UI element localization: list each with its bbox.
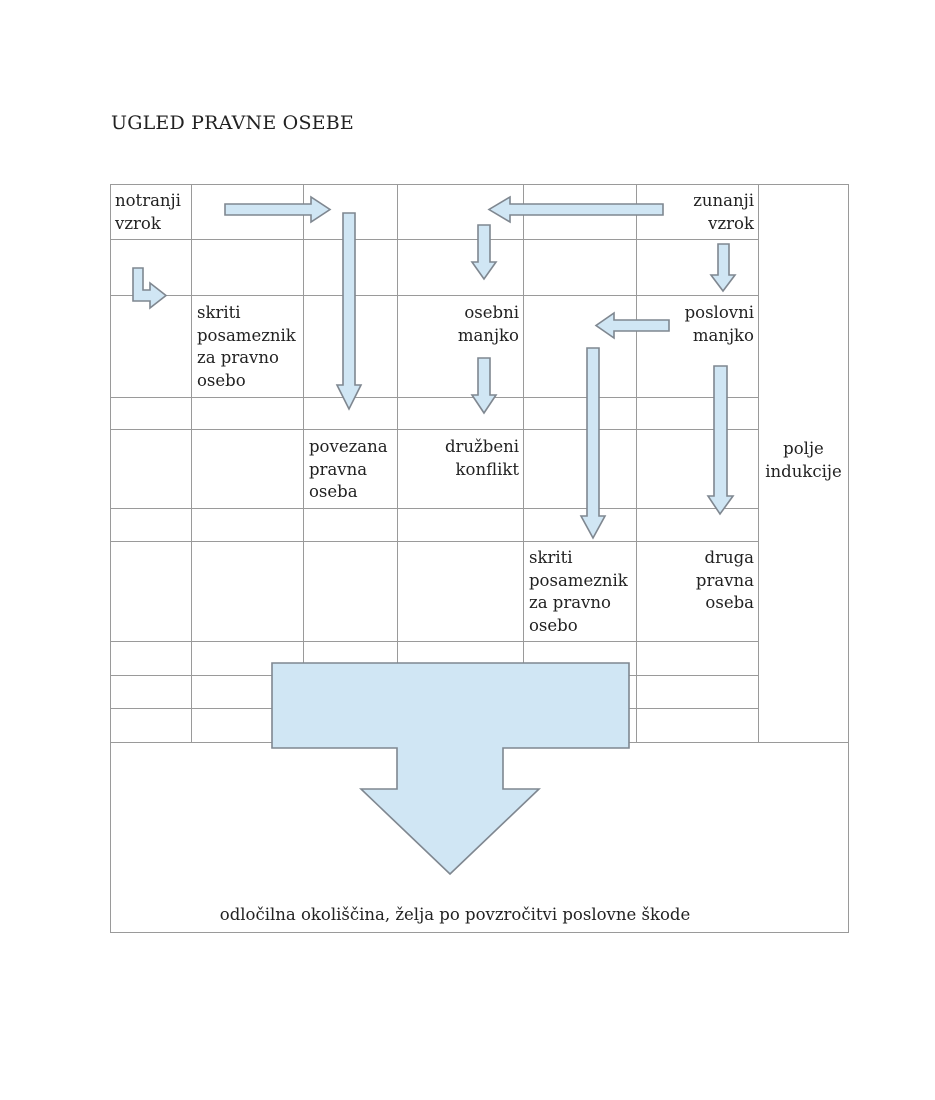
label-hidden-individual-left: skriti posameznik za pravno osebo [197,303,296,390]
label-induction-field: polje indukcije [765,439,842,481]
label-inner-cause: notranji vzrok [115,191,181,233]
arrows [132,195,737,876]
arrow-down-druzbeni [470,357,498,415]
arrow-right-top [224,195,332,224]
arrow-down-long-left [335,212,363,411]
label-other-legal-entity: druga pravna oseba [695,548,754,612]
arrow-left-top [487,195,664,224]
label-related-legal-entity: povezana pravna oseba [309,437,388,501]
label-social-conflict: družbeni konflikt [444,437,519,479]
arrow-big-down [271,662,630,876]
label-outer-cause: zunanji vzrok [693,191,754,233]
page-title: UGLED PRAVNE OSEBE [111,112,354,134]
arrow-elbow-down-right [132,267,168,310]
arrow-down-short-poslovni [709,243,737,293]
arrow-down-short-osebni [470,224,498,281]
label-business-deficit: poslovni manjko [684,303,754,345]
label-hidden-individual-right: skriti posameznik za pravno osebo [529,548,628,635]
outer-frame [110,184,849,933]
arrow-left-mid [594,311,670,340]
arrow-down-long-middle [579,347,607,540]
label-personal-deficit: osebni manjko [457,303,519,345]
label-decisive-circumstance: odločilna okoliščina, želja po povzročit… [219,905,691,924]
arrow-down-long-right [706,365,735,516]
